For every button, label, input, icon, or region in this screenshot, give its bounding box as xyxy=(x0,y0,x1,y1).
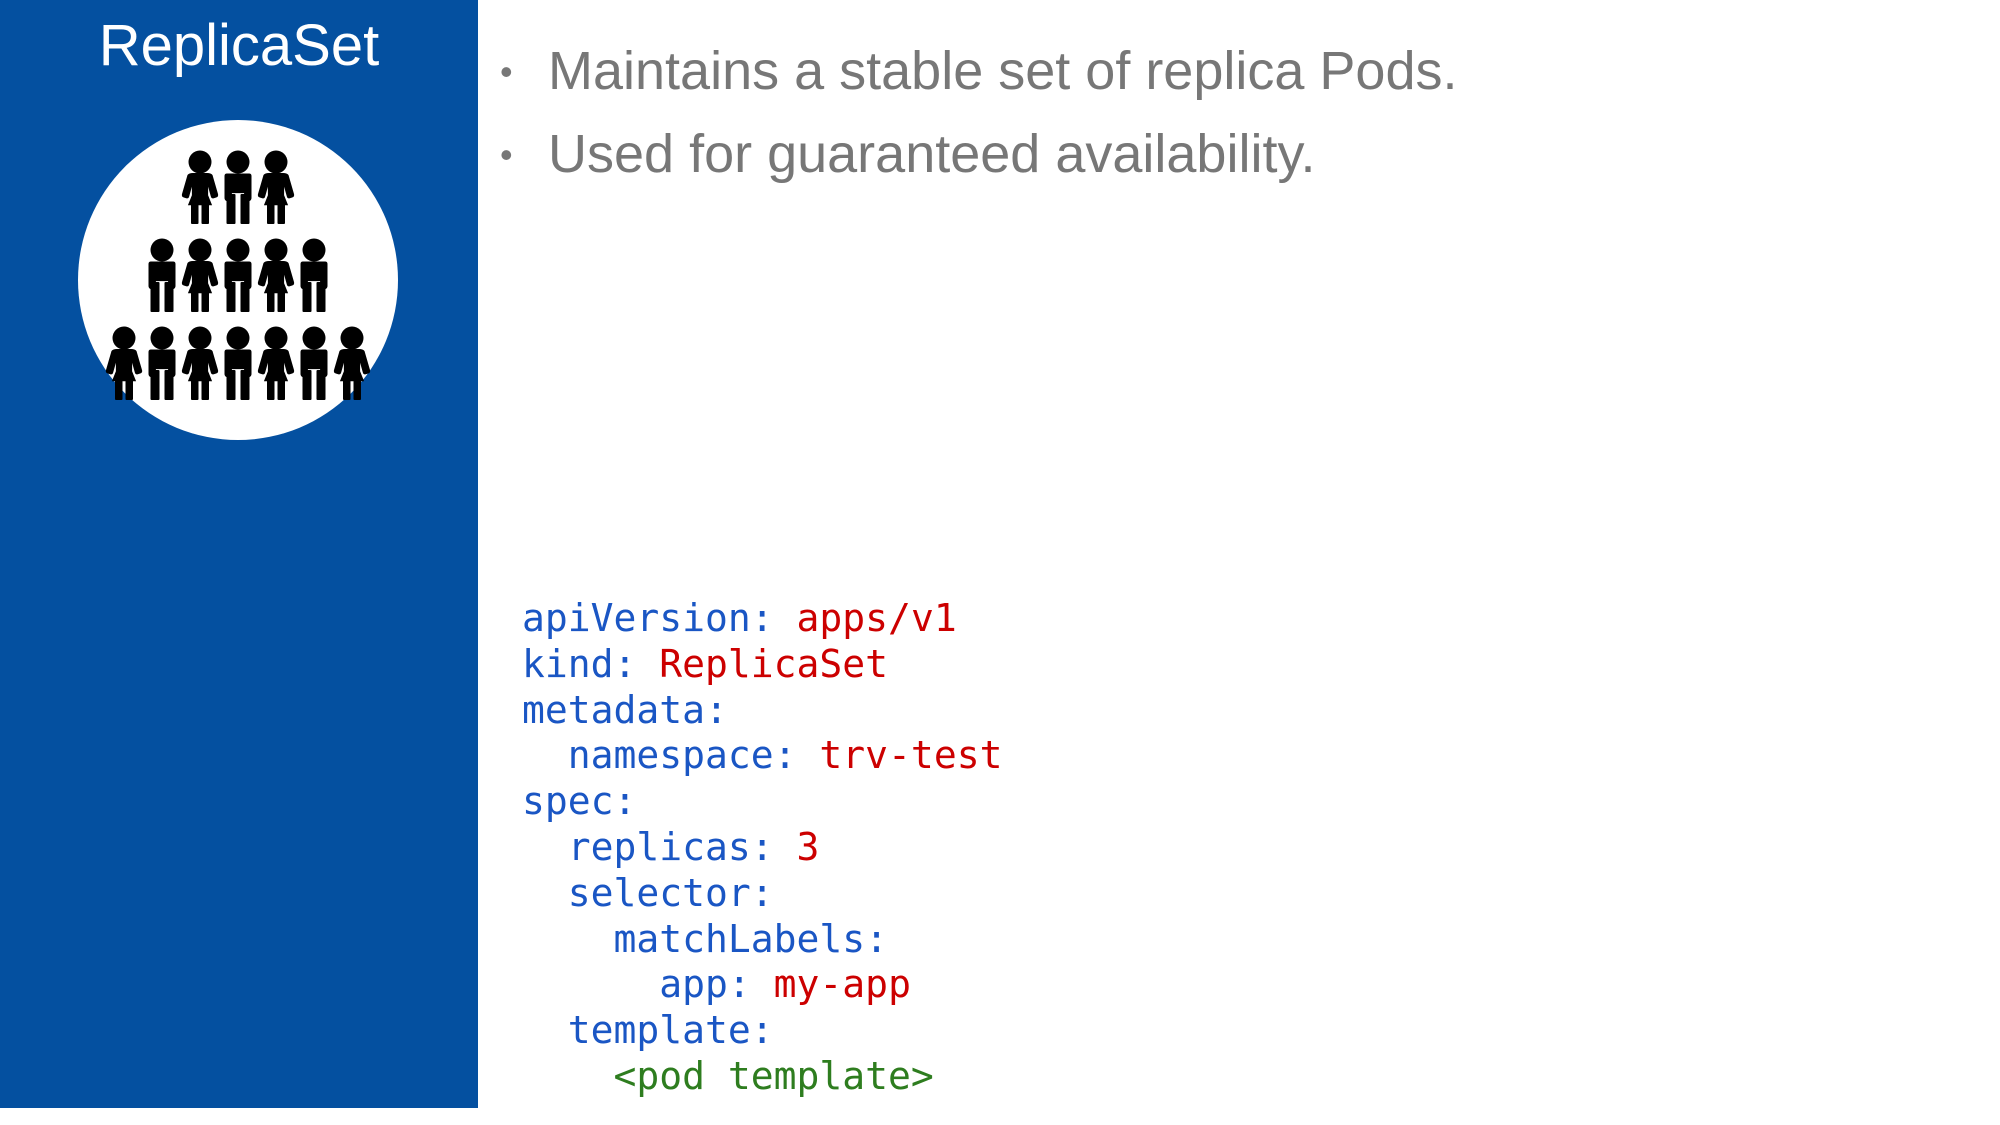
yaml-key: app: xyxy=(659,962,751,1007)
bullet-dot-icon: • xyxy=(500,134,513,175)
yaml-key: apiVersion: xyxy=(522,596,774,640)
yaml-line: spec: xyxy=(522,779,1002,825)
yaml-line: kind: ReplicaSet xyxy=(522,642,1002,688)
yaml-indent xyxy=(522,825,568,869)
people-group-icon xyxy=(105,150,371,400)
yaml-line: template: xyxy=(522,1008,1002,1054)
yaml-indent xyxy=(522,917,614,961)
bullet-text: Maintains a stable set of replica Pods. xyxy=(548,41,1458,101)
bullet-dot-icon: • xyxy=(500,51,513,92)
yaml-line: namespace: trv-test xyxy=(522,733,1003,779)
yaml-value: trv-test xyxy=(796,733,1003,778)
yaml-key: metadata: xyxy=(522,687,728,732)
yaml-key: namespace: xyxy=(567,733,797,778)
yaml-value: my-app xyxy=(750,962,911,1007)
yaml-placeholder: <pod template> xyxy=(613,1053,934,1098)
yaml-indent xyxy=(522,962,659,1006)
page-title: ReplicaSet xyxy=(98,13,380,78)
yaml-value: apps/v1 xyxy=(773,596,957,640)
yaml-value: 3 xyxy=(773,824,820,869)
yaml-key: replicas: xyxy=(567,824,774,869)
list-item: • Maintains a stable set of replica Pods… xyxy=(500,30,1980,113)
yaml-key: spec: xyxy=(522,779,637,824)
yaml-key: kind: xyxy=(522,641,637,686)
list-item: • Used for guaranteed availability. xyxy=(500,113,1980,196)
content-area: • Maintains a stable set of replica Pods… xyxy=(478,0,2000,1125)
yaml-indent xyxy=(522,1054,614,1098)
yaml-value: ReplicaSet xyxy=(636,641,889,686)
yaml-indent xyxy=(522,1008,568,1052)
yaml-key: matchLabels: xyxy=(613,916,889,961)
yaml-line: selector: xyxy=(522,871,1002,917)
yaml-line: metadata: xyxy=(522,688,1002,734)
yaml-line: <pod template> xyxy=(522,1054,1002,1100)
yaml-line: matchLabels: xyxy=(522,917,1002,963)
bullet-text: Used for guaranteed availability. xyxy=(548,124,1316,184)
left-panel: ReplicaSet xyxy=(0,0,478,1108)
yaml-line: replicas: 3 xyxy=(522,825,1002,871)
yaml-indent xyxy=(522,733,568,777)
icon-circle xyxy=(78,120,398,440)
yaml-line: apiVersion: apps/v1 xyxy=(522,596,1002,642)
yaml-key: selector: xyxy=(567,870,774,915)
yaml-line: app: my-app xyxy=(522,962,1002,1008)
yaml-key: template: xyxy=(567,1008,774,1053)
bullet-list: • Maintains a stable set of replica Pods… xyxy=(500,30,1980,196)
yaml-indent xyxy=(522,871,568,915)
